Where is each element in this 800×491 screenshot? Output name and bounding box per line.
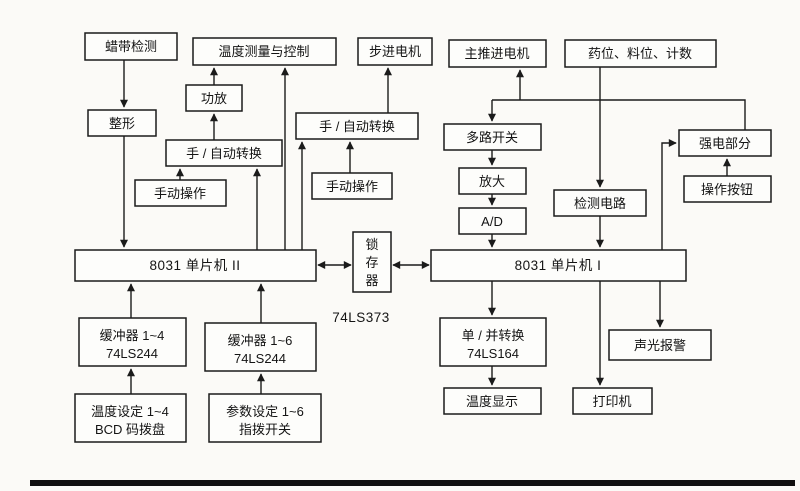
serial-parallel-label-line2: 74LS164 xyxy=(467,346,519,361)
box-param-set: 参数设定 1~6 指拨开关 xyxy=(208,393,322,443)
box-manual-auto-right: 手 / 自动转换 xyxy=(295,112,419,140)
manual-op-right-box xyxy=(311,172,393,200)
latch-label-char3: 器 xyxy=(365,273,378,288)
temp-set-box xyxy=(74,393,187,443)
param-set-label-line1: 参数设定 1~6 xyxy=(226,404,304,419)
latch-label-char1: 锁 xyxy=(365,237,378,252)
mcu2-label: 8031 单片机 II xyxy=(149,258,240,273)
detect-circuit-label: 检测电路 xyxy=(574,196,626,211)
latch-box xyxy=(352,231,392,293)
box-temp-ctrl: 温度测量与控制 xyxy=(192,37,337,66)
amplify-label: 放大 xyxy=(479,174,505,189)
box-wax-detect: 蜡带检测 xyxy=(84,32,178,61)
manual-op-right-label: 手动操作 xyxy=(326,179,378,194)
buffer-1-6-box xyxy=(204,322,317,372)
manual-auto-right-box xyxy=(295,112,419,140)
box-mux: 多路开关 xyxy=(443,123,542,151)
diagram-wires xyxy=(120,60,746,394)
shaping-label: 整形 xyxy=(109,116,135,131)
amplify-box xyxy=(458,167,527,195)
mcu2-box xyxy=(74,249,317,282)
printer-label: 打印机 xyxy=(592,394,631,409)
diagram-boxes: 蜡带检测 温度测量与控制 步进电机 主推进电机 药位、料位、计数 功放 整形 xyxy=(74,32,772,443)
levels-counters-box xyxy=(564,39,717,68)
mcu1-box xyxy=(430,249,687,282)
main-motor-label: 主推进电机 xyxy=(464,46,529,61)
op-buttons-label: 操作按钮 xyxy=(701,182,753,197)
box-printer: 打印机 xyxy=(572,387,653,415)
arrow-mcu1-to-powersection xyxy=(661,139,677,250)
latch-chip-label: 74LS373 xyxy=(332,310,390,325)
box-ad-converter: A/D xyxy=(458,207,527,235)
buffer-1-4-label-line2: 74LS244 xyxy=(106,346,158,361)
mux-label: 多路开关 xyxy=(466,130,518,145)
buffer-1-4-label-line1: 缓冲器 1~4 xyxy=(100,328,165,343)
temp-display-label: 温度显示 xyxy=(466,394,518,409)
detect-circuit-box xyxy=(553,189,647,217)
param-set-label-line2: 指拨开关 xyxy=(239,422,291,437)
buffer-1-6-label-line1: 缓冲器 1~6 xyxy=(228,333,293,348)
box-stepper-motor: 步进电机 xyxy=(357,37,433,66)
power-section-label: 强电部分 xyxy=(699,136,751,151)
buffer-1-4-box xyxy=(78,317,187,367)
box-power-amp: 功放 xyxy=(185,84,243,112)
box-temp-set: 温度设定 1~4 BCD 码拨盘 xyxy=(74,393,187,443)
mux-box xyxy=(443,123,542,151)
manual-op-left-box xyxy=(134,179,227,207)
box-alarm: 声光报警 xyxy=(608,329,712,361)
power-section-box xyxy=(678,129,772,157)
temp-ctrl-box xyxy=(192,37,337,66)
manual-auto-left-box xyxy=(165,139,283,167)
manual-auto-right-label: 手 / 自动转换 xyxy=(319,119,395,134)
manual-auto-left-label: 手 / 自动转换 xyxy=(186,146,262,161)
box-shaping: 整形 xyxy=(87,109,157,137)
box-manual-op-left: 手动操作 xyxy=(134,179,227,207)
box-buffer-1-6: 缓冲器 1~6 74LS244 xyxy=(204,322,317,372)
box-mcu2: 8031 单片机 II xyxy=(74,249,317,282)
main-motor-box xyxy=(448,39,547,68)
levels-counters-label: 药位、料位、计数 xyxy=(588,46,692,61)
latch-label-char2: 存 xyxy=(365,255,378,270)
power-amp-label: 功放 xyxy=(201,91,227,106)
shaping-box xyxy=(87,109,157,137)
serial-parallel-box xyxy=(439,317,547,367)
param-set-box xyxy=(208,393,322,443)
buffer-1-6-label-line2: 74LS244 xyxy=(234,351,286,366)
stepper-motor-box xyxy=(357,37,433,66)
alarm-box xyxy=(608,329,712,361)
ad-converter-box xyxy=(458,207,527,235)
box-latch: 锁 存 器 xyxy=(352,231,392,293)
power-amp-box xyxy=(185,84,243,112)
serial-parallel-label-line1: 单 / 并转换 xyxy=(462,328,525,343)
box-op-buttons: 操作按钮 xyxy=(683,175,772,203)
box-amplify: 放大 xyxy=(458,167,527,195)
page-bottom-scan-line xyxy=(30,480,795,486)
alarm-label: 声光报警 xyxy=(634,338,686,353)
ad-converter-label: A/D xyxy=(481,214,503,229)
box-temp-display: 温度显示 xyxy=(443,387,542,415)
temp-set-label-line2: BCD 码拨盘 xyxy=(95,422,165,437)
wire-top-bus xyxy=(492,99,746,130)
box-serial-parallel: 单 / 并转换 74LS164 xyxy=(439,317,547,367)
manual-op-left-label: 手动操作 xyxy=(154,186,206,201)
box-manual-op-right: 手动操作 xyxy=(311,172,393,200)
box-manual-auto-left: 手 / 自动转换 xyxy=(165,139,283,167)
box-mcu1: 8031 单片机 I xyxy=(430,249,687,282)
box-levels-counters: 药位、料位、计数 xyxy=(564,39,717,68)
stepper-motor-label: 步进电机 xyxy=(369,44,421,59)
wax-detect-box xyxy=(84,32,178,61)
box-buffer-1-4: 缓冲器 1~4 74LS244 xyxy=(78,317,187,367)
mcu1-label: 8031 单片机 I xyxy=(515,258,602,273)
temp-display-box xyxy=(443,387,542,415)
wax-detect-label: 蜡带检测 xyxy=(105,39,157,54)
box-main-motor: 主推进电机 xyxy=(448,39,547,68)
op-buttons-box xyxy=(683,175,772,203)
printer-box xyxy=(572,387,653,415)
temp-ctrl-label: 温度测量与控制 xyxy=(218,44,309,59)
temp-set-label-line1: 温度设定 1~4 xyxy=(91,404,169,419)
box-detect-circuit: 检测电路 xyxy=(553,189,647,217)
box-power-section: 强电部分 xyxy=(678,129,772,157)
